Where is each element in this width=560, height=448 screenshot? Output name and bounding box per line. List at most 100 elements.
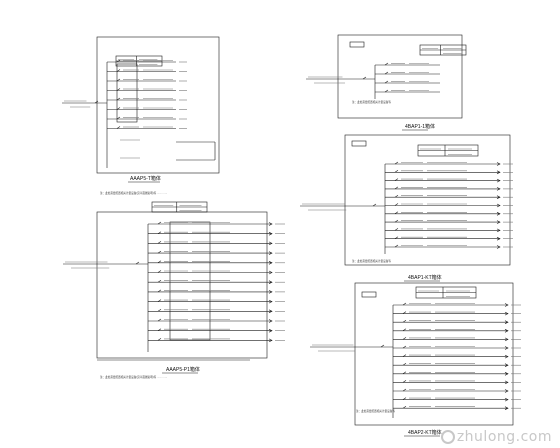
breaker-symbol — [157, 270, 162, 273]
panel-title-aaap5-t: AAAP5-T箱体 — [130, 175, 161, 182]
branch-arrow-icon — [504, 329, 509, 333]
zhulong-logo-icon — [440, 430, 455, 444]
breaker-symbol — [394, 194, 399, 198]
breaker-symbol — [362, 76, 367, 80]
breaker-symbol — [116, 107, 121, 110]
breaker-symbol — [394, 170, 399, 173]
panel-label-box — [361, 291, 377, 298]
branch-arrow-icon — [504, 337, 509, 342]
branch-arrow-icon — [504, 380, 509, 385]
branch-arrow-icon — [268, 299, 273, 304]
breaker-symbol — [384, 89, 389, 93]
branch-arrow-icon — [268, 270, 273, 275]
branch-arrow-icon — [504, 389, 509, 393]
breaker-symbol — [157, 221, 162, 225]
branch-arrow-icon — [268, 338, 273, 343]
breaker-symbol — [402, 380, 407, 383]
panel-note-aaap5-t: 注：此处需要配置相关计量设备(见平面图说明)等 ………… — [100, 191, 168, 195]
branch-arrow-icon — [504, 397, 509, 402]
branch-arrow-icon — [504, 363, 509, 367]
breaker-symbol — [394, 203, 399, 206]
branch-arrow-icon — [496, 212, 501, 216]
panel-note-aaap5-p1: 注：此处需要配置相关计量设备(见平面图说明)等 ………… — [100, 375, 168, 379]
branch-arrow-icon — [496, 162, 501, 166]
branch-arrow-icon — [496, 187, 501, 191]
breaker-symbol — [402, 345, 407, 349]
watermark: zhulong.com — [440, 429, 552, 445]
branch-arrow-icon — [504, 311, 509, 316]
breaker-symbol — [384, 71, 389, 75]
breaker-symbol — [157, 309, 162, 312]
branch-arrow-icon — [496, 236, 501, 241]
branch-arrow-icon — [268, 261, 273, 265]
breaker-symbol — [394, 236, 399, 239]
breaker-symbol — [394, 228, 399, 231]
breaker-symbol — [394, 178, 399, 181]
panel-note-4bap1-kt: 注：此处需要配置相关计量设备等 — [352, 259, 391, 263]
panel-enclosure-4bap1-kt — [344, 134, 511, 266]
branch-arrow-icon — [268, 280, 273, 284]
breaker-symbol — [402, 397, 407, 400]
breaker-symbol — [116, 88, 121, 91]
branch-arrow-icon — [268, 319, 273, 323]
breaker-symbol — [394, 211, 399, 215]
breaker-symbol — [116, 97, 121, 101]
branch-arrow-icon — [496, 195, 501, 199]
breaker-symbol — [157, 231, 162, 234]
breaker-symbol — [402, 328, 407, 332]
breaker-symbol — [157, 338, 162, 341]
breaker-symbol — [402, 388, 407, 392]
breaker-symbol — [116, 69, 121, 72]
branch-arrow-icon — [504, 354, 509, 359]
panel-enclosure-4bap1-1 — [337, 34, 463, 119]
branch-arrow-icon — [496, 245, 501, 249]
breaker-symbol — [380, 344, 385, 348]
branch-arrow-icon — [268, 309, 273, 314]
breaker-symbol — [157, 279, 162, 283]
breaker-symbol — [157, 299, 162, 302]
panel-title-4bap1-kt: 4BAP1-KT箱体 — [408, 274, 442, 281]
breaker-symbol — [116, 59, 121, 63]
breaker-symbol — [116, 78, 121, 82]
watermark-text: zhulong.com — [456, 429, 552, 445]
breaker-symbol — [157, 318, 162, 322]
breaker-symbol — [402, 405, 407, 409]
breaker-symbol — [116, 116, 121, 120]
panel-note-4bap1-1: 注：此处需要配置相关计量设备等 — [352, 100, 391, 104]
breaker-symbol — [157, 250, 162, 254]
branch-arrow-icon — [504, 320, 509, 324]
panel-enclosure-4bap2-kt — [354, 282, 514, 426]
breaker-symbol — [157, 260, 162, 264]
breaker-symbol — [394, 161, 399, 165]
breaker-symbol — [372, 203, 377, 207]
breaker-symbol — [394, 186, 399, 190]
breaker-symbol — [402, 362, 407, 366]
breaker-symbol — [157, 241, 162, 244]
breaker-symbol — [402, 337, 407, 340]
branch-arrow-icon — [268, 328, 273, 333]
breaker-symbol — [157, 289, 162, 293]
branch-arrow-icon — [268, 231, 273, 236]
branch-arrow-icon — [496, 228, 501, 233]
breaker-cluster — [116, 63, 138, 123]
branch-arrow-icon — [496, 178, 501, 183]
branch-arrow-icon — [268, 290, 273, 294]
panel-note-4bap2-kt: 注：此处需要配置相关计量设备等 — [356, 409, 395, 413]
breaker-symbol — [384, 62, 389, 66]
panel-title-4bap1-1: 4BAP1-1箱体 — [405, 123, 435, 130]
panel-title-aaap5-p1: AAAP5-P1箱体 — [166, 366, 200, 373]
branch-arrow-icon — [496, 170, 501, 175]
branch-arrow-icon — [268, 251, 273, 255]
breaker-symbol — [394, 219, 399, 223]
breaker-symbol — [394, 244, 399, 248]
breaker-symbol — [402, 371, 407, 375]
branch-arrow-icon — [504, 303, 509, 307]
panel-label-box — [349, 41, 365, 48]
breaker-symbol — [402, 311, 407, 314]
breaker-symbol — [384, 80, 389, 84]
breaker-symbol — [116, 126, 121, 129]
branch-arrow-icon — [504, 346, 509, 350]
branch-arrow-icon — [496, 203, 501, 208]
branch-arrow-icon — [504, 372, 509, 376]
